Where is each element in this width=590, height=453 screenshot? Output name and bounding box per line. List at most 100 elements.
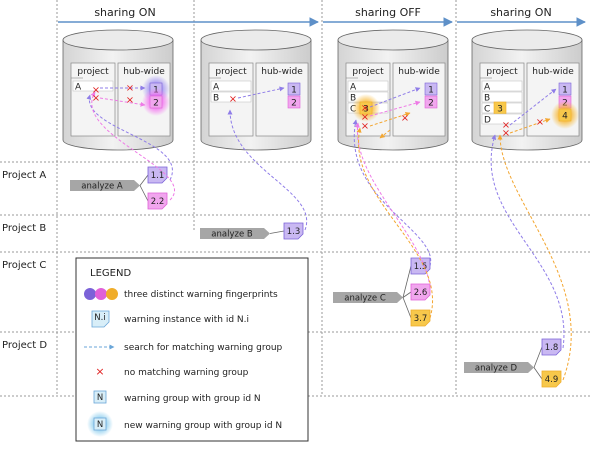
warning-instance-icon: N.i (91, 310, 110, 328)
group-id: 2 (153, 99, 159, 109)
instance-shape (410, 257, 431, 275)
analyze-arrow-head (134, 180, 140, 191)
analysis-step: analyze A1.12.2 (70, 166, 168, 210)
instance-id: 2.2 (151, 197, 165, 207)
legend-item: three distinct warning fingerprints (84, 288, 278, 300)
search-arrow (90, 91, 175, 201)
search-arrow (490, 134, 565, 349)
warning-instance: 1.8 (541, 338, 562, 356)
project-row (210, 80, 252, 92)
instance-shape (410, 283, 431, 301)
search-arrow (354, 122, 431, 293)
project-row-label: B (213, 94, 219, 104)
analyze-connector (269, 230, 285, 234)
blob (84, 288, 96, 300)
warning-instance: 4.9 (541, 370, 562, 388)
analyze-label-box (333, 292, 397, 303)
phase-label: sharing ON (490, 6, 551, 19)
no-match-cross: × (92, 85, 100, 96)
legend-text: warning group with group id N (124, 394, 261, 404)
project-header: project (486, 67, 518, 77)
no-match-cross: × (502, 120, 510, 131)
analyze-arrow-head (528, 362, 534, 373)
warning-instance: 2.2 (147, 192, 168, 210)
group-id: 1 (428, 86, 434, 96)
analyze-connector (402, 291, 412, 298)
instance-id: 1.3 (287, 227, 301, 237)
cylinder-top (471, 29, 583, 51)
group-square (287, 82, 301, 96)
legend-text: new warning group with group id N (124, 421, 282, 431)
no-match-cross: × (502, 128, 510, 139)
project-label: Project A (2, 170, 46, 181)
warning-group: 1 (287, 82, 301, 96)
instance-shape (147, 192, 168, 210)
legend-title: LEGEND (90, 268, 131, 279)
group-id: 2 (428, 99, 434, 109)
red-cross-icon: × (95, 365, 104, 378)
analysis-step: analyze D 1.8 4.9 (464, 338, 562, 388)
group-square (149, 95, 163, 109)
group-id: 1 (291, 86, 297, 96)
three-fingerprint-blobs-icon (84, 288, 118, 300)
instance-shape (541, 370, 562, 388)
analyze-connector (402, 265, 412, 298)
no-match-cross: × (361, 103, 369, 114)
warning-group: 3 (352, 94, 380, 122)
analyze-label: analyze C (344, 294, 386, 304)
analyze-label: analyze B (211, 230, 253, 240)
analyze-label-box (464, 362, 528, 373)
project-labels: Project A Project B Project C Project D (2, 170, 47, 351)
instance-shape (541, 338, 562, 356)
legend-text: three distinct warning fingerprints (124, 290, 278, 300)
warning-instance: 2.6 (410, 283, 431, 301)
project-row-label: B (350, 94, 356, 104)
no-match-cross: × (126, 95, 134, 106)
instance-shape (410, 309, 431, 327)
warning-instance: 3.7 (410, 309, 431, 327)
project-row (210, 91, 252, 103)
project-row (72, 80, 114, 92)
search-arrow (227, 109, 308, 231)
group-id: 3 (497, 105, 503, 115)
no-match-cross: × (536, 117, 544, 128)
legend: LEGEND three distinct warning fingerprin… (75, 257, 309, 442)
warning-group: 3 (493, 101, 507, 115)
legend-symbol: × (95, 365, 104, 378)
no-match-cross: × (361, 112, 369, 123)
group-square (558, 108, 572, 122)
search-arrow (379, 129, 391, 139)
grid-lines (0, 0, 590, 397)
analyze-connector (139, 174, 149, 186)
legend-symbol: N (97, 420, 103, 430)
group-id: 2 (291, 99, 297, 109)
warning-group: 4 (551, 101, 579, 129)
project-row-label: A (350, 83, 357, 93)
warning-group: 2 (142, 88, 170, 116)
cylinder-top (200, 29, 312, 51)
analyze-label-box (70, 180, 134, 191)
project-header: project (352, 67, 384, 77)
analyze-label: analyze D (475, 364, 518, 374)
instance-shape (91, 310, 110, 328)
no-match-cross: × (361, 121, 369, 132)
instance-id: 1.1 (151, 171, 165, 181)
project-row (347, 80, 389, 92)
hub-header: hub-wide (398, 67, 440, 77)
instance-id: 3.7 (414, 314, 428, 324)
project-label: Project B (2, 223, 46, 234)
group-id: 3 (363, 105, 369, 115)
search-arrow (509, 118, 551, 134)
search-arrow (99, 97, 146, 107)
analyze-label-box (200, 228, 264, 239)
instance-shape (283, 222, 304, 240)
group-square (93, 390, 107, 404)
project-label: Project D (2, 340, 47, 351)
instance-id: 1.5 (414, 262, 428, 272)
